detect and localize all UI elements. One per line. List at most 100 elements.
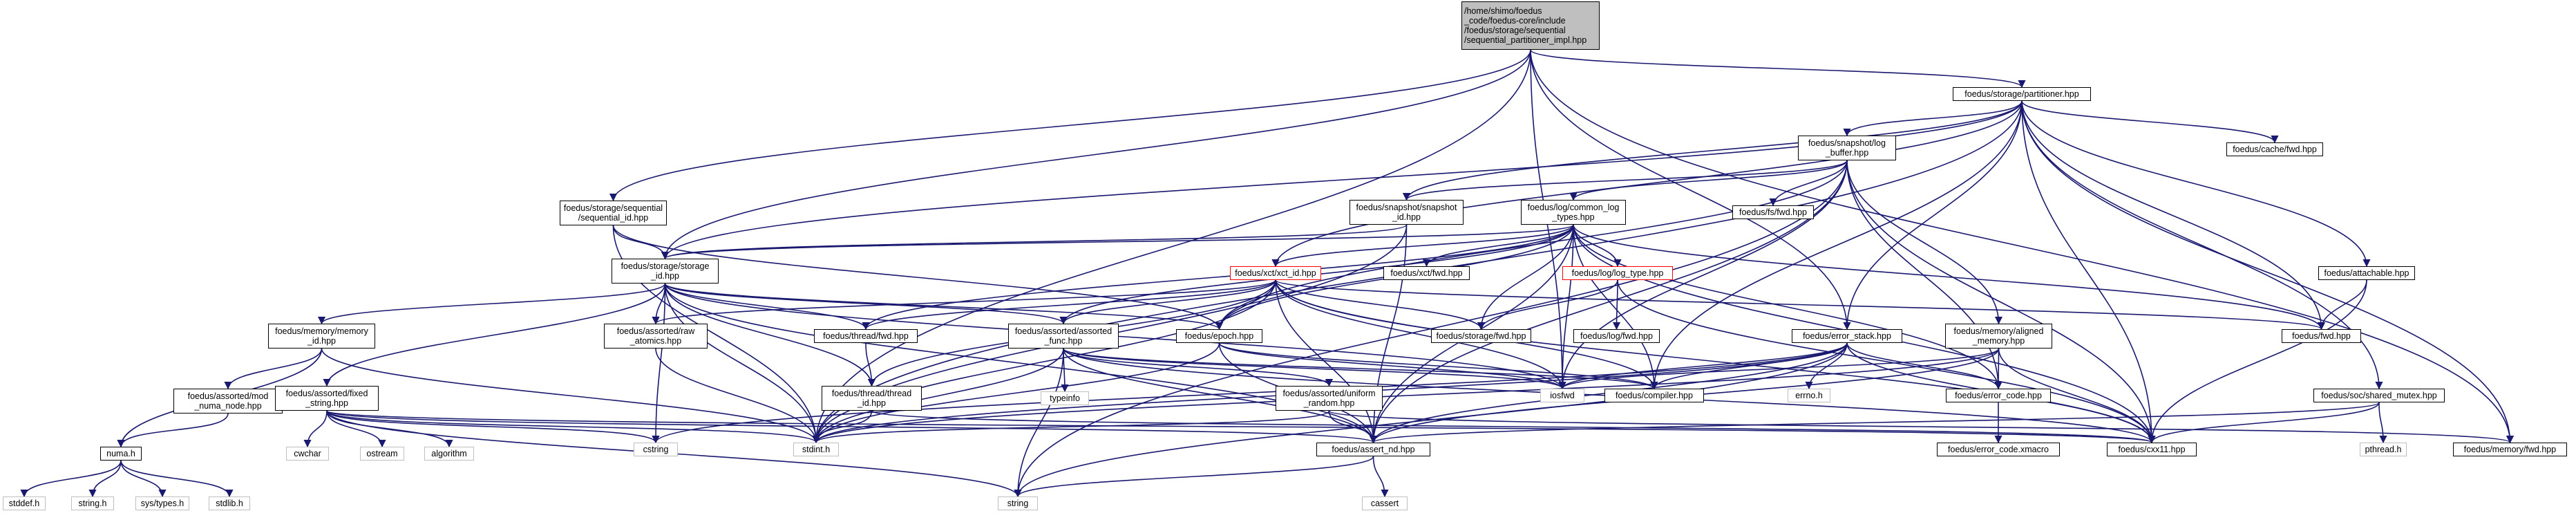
node-attachable[interactable]: foedus/attachable.hpp <box>2318 266 2415 280</box>
node-uniform-random[interactable]: foedus/assorted/uniform _random.hpp <box>1276 386 1383 411</box>
edge-aligned_memory-to-stdint <box>812 348 2000 444</box>
node-stdint[interactable]: stdint.h <box>793 443 839 456</box>
node-sequential-id[interactable]: foedus/storage/sequential /sequential_id… <box>560 201 667 225</box>
node-pthread[interactable]: pthread.h <box>2360 443 2407 456</box>
node-cassert[interactable]: cassert <box>1362 496 1408 510</box>
node-cstring[interactable]: cstring <box>634 443 678 456</box>
edge-assert_nd-to-cassert <box>1372 456 1389 498</box>
node-raw-atomics[interactable]: foedus/assorted/raw _atomics.hpp <box>604 324 708 349</box>
node-xct-id[interactable]: foedus/xct/xct_id.hpp <box>1230 266 1321 280</box>
node-compiler[interactable]: foedus/compiler.hpp <box>1604 389 1704 402</box>
node-stddef[interactable]: stddef.h <box>3 496 46 510</box>
edge-common_log-to-foedus_fwd <box>1573 224 2325 331</box>
node-cache-fwd[interactable]: foedus/cache/fwd.hpp <box>2226 142 2323 156</box>
node-error-code-xmacro[interactable]: foedus/error_code.xmacro <box>1937 443 2060 456</box>
edge-common_log-to-xct_fwd <box>1422 224 1574 268</box>
edge-storage_id-to-assert_nd <box>664 283 1377 444</box>
edge-common_log-to-storage_fwd <box>1477 224 1574 331</box>
node-memory-fwd[interactable]: foedus/memory/fwd.hpp <box>2453 443 2567 456</box>
edge-seq_id-to-epoch <box>612 225 1223 331</box>
node-thread-id[interactable]: foedus/thread/thread _id.hpp <box>822 386 922 411</box>
node-string[interactable]: string <box>998 496 1038 510</box>
edge-epoch-to-compiler <box>1218 342 1658 390</box>
node-thread-fwd[interactable]: foedus/thread/fwd.hpp <box>814 329 918 343</box>
node-snapshot-id[interactable]: foedus/snapshot/snapshot _id.hpp <box>1349 200 1464 225</box>
node-sys-types[interactable]: sys/types.h <box>135 496 189 510</box>
edge-partitioner-to-attachable <box>2021 100 2371 268</box>
node-typeinfo[interactable]: typeinfo <box>1041 391 1089 405</box>
edge-xct_id-to-foedus_fwd <box>1275 279 2325 331</box>
edge-storage_id-to-thread_fwd <box>664 283 870 331</box>
node-iosfwd[interactable]: iosfwd <box>1540 389 1584 402</box>
edge-common_log-to-storage_id <box>661 224 1574 260</box>
edge-numa-to-string_h <box>88 460 122 498</box>
edge-log_type-to-cxx11 <box>1617 279 2156 444</box>
edge-numa-to-stdlib <box>120 460 234 498</box>
edge-snap_buffer-to-fs_fwd <box>1769 160 1848 207</box>
node-assert-nd[interactable]: foedus/assert_nd.hpp <box>1316 443 1430 456</box>
edge-aligned_memory-to-error_code <box>1994 348 2002 390</box>
node-algorithm[interactable]: algorithm <box>424 447 474 461</box>
edge-assorted_func-to-compiler <box>1063 348 1658 390</box>
node-common-log-types[interactable]: foedus/log/common_log _types.hpp <box>1521 200 1626 225</box>
edge-error_stack-to-iosfwd <box>1558 342 1848 390</box>
edge-memory_id-to-stdint <box>321 348 820 444</box>
node-stdlib[interactable]: stdlib.h <box>209 496 250 510</box>
edge-fixed_string-to-assert_nd <box>326 410 1377 444</box>
node-partitioner[interactable]: foedus/storage/partitioner.hpp <box>1953 87 2091 101</box>
edge-assorted_func-to-uniform_random <box>1063 348 1333 387</box>
node-numa[interactable]: numa.h <box>100 447 142 461</box>
node-error-stack[interactable]: foedus/error_stack.hpp <box>1792 329 1902 343</box>
edge-partitioner-to-shared_mutex <box>2021 100 2383 390</box>
node-root[interactable]: /home/shimo/foedus _code/foedus-core/inc… <box>1461 1 1600 50</box>
node-cxx11[interactable]: foedus/cxx11.hpp <box>2107 443 2197 456</box>
node-cwchar[interactable]: cwchar <box>286 447 329 461</box>
node-snapshot-log-buffer[interactable]: foedus/snapshot/log _buffer.hpp <box>1798 136 1896 160</box>
node-shared-mutex[interactable]: foedus/soc/shared_mutex.hpp <box>2313 389 2445 402</box>
edge-error_stack-to-errno <box>1805 342 1848 390</box>
node-errno[interactable]: errno.h <box>1788 389 1830 402</box>
edge-common_log-to-iosfwd <box>1558 224 1574 390</box>
node-ostream[interactable]: ostream <box>360 447 404 461</box>
node-foedus-fwd[interactable]: foedus/fwd.hpp <box>2282 329 2361 343</box>
edge-xct_id-to-thread_fwd <box>862 279 1276 331</box>
node-storage-fwd[interactable]: foedus/storage/fwd.hpp <box>1431 329 1531 343</box>
node-log-fwd[interactable]: foedus/log/fwd.hpp <box>1573 329 1660 343</box>
node-epoch[interactable]: foedus/epoch.hpp <box>1176 329 1262 343</box>
edge-root-to-error_stack <box>1530 49 1851 331</box>
edge-partitioner-to-memory_fwd <box>2021 100 2515 444</box>
edge-log_type-to-log_fwd <box>1612 279 1621 331</box>
node-error-code[interactable]: foedus/error_code.hpp <box>1946 389 2051 402</box>
edge-snap_buffer-to-aligned_memory <box>1846 160 2003 325</box>
edge-common_log-to-log_type <box>1573 224 1622 268</box>
node-mod-numa-node[interactable]: foedus/assorted/mod _numa_node.hpp <box>173 389 283 414</box>
node-memory-id[interactable]: foedus/memory/memory _id.hpp <box>268 324 375 349</box>
edge-xct_id-to-raw_atomics <box>652 279 1276 325</box>
node-log-type[interactable]: foedus/log/log_type.hpp <box>1562 266 1673 280</box>
edge-fixed_string-to-cwchar <box>303 410 328 448</box>
edge-shared_mutex-to-cxx11 <box>2148 402 2380 444</box>
node-fixed-string[interactable]: foedus/assorted/fixed _string.hpp <box>275 386 379 411</box>
edge-assorted_func-to-string <box>1014 348 1064 498</box>
edge-aligned_memory-to-iosfwd <box>1558 348 2000 390</box>
edge-partitioner-to-snap_id <box>1403 100 2023 201</box>
edge-snap_buffer-to-cxx11 <box>1846 160 2156 444</box>
edge-common_log-to-compiler <box>1573 224 1658 390</box>
node-aligned-memory[interactable]: foedus/memory/aligned _memory.hpp <box>1945 324 2052 349</box>
node-fs-fwd[interactable]: foedus/fs/fwd.hpp <box>1732 205 1814 219</box>
node-assorted-func[interactable]: foedus/assorted/assorted _func.hpp <box>1008 324 1119 349</box>
node-storage-id[interactable]: foedus/storage/storage _id.hpp <box>612 259 719 284</box>
edge-partitioner-to-cache_fwd <box>2021 100 2279 144</box>
node-string-h[interactable]: string.h <box>71 496 114 510</box>
edge-common_log-to-error_code <box>1573 224 2002 390</box>
node-xct-fwd[interactable]: foedus/xct/fwd.hpp <box>1383 266 1470 280</box>
edge-xct_id-to-assorted_func <box>1059 279 1276 325</box>
edge-partitioner-to-cxx11 <box>2021 100 2156 444</box>
dependency-edges <box>20 49 2515 498</box>
edge-seq_id-to-storage_id <box>612 225 670 260</box>
edge-storage_id-to-cstring <box>652 283 666 444</box>
edge-storage_id-to-epoch <box>664 283 1223 331</box>
edge-raw_atomics-to-stdint <box>655 348 820 444</box>
edge-snap_buffer-to-snap_id <box>1403 160 1848 201</box>
edge-assert_nd-to-string <box>1014 456 1374 498</box>
